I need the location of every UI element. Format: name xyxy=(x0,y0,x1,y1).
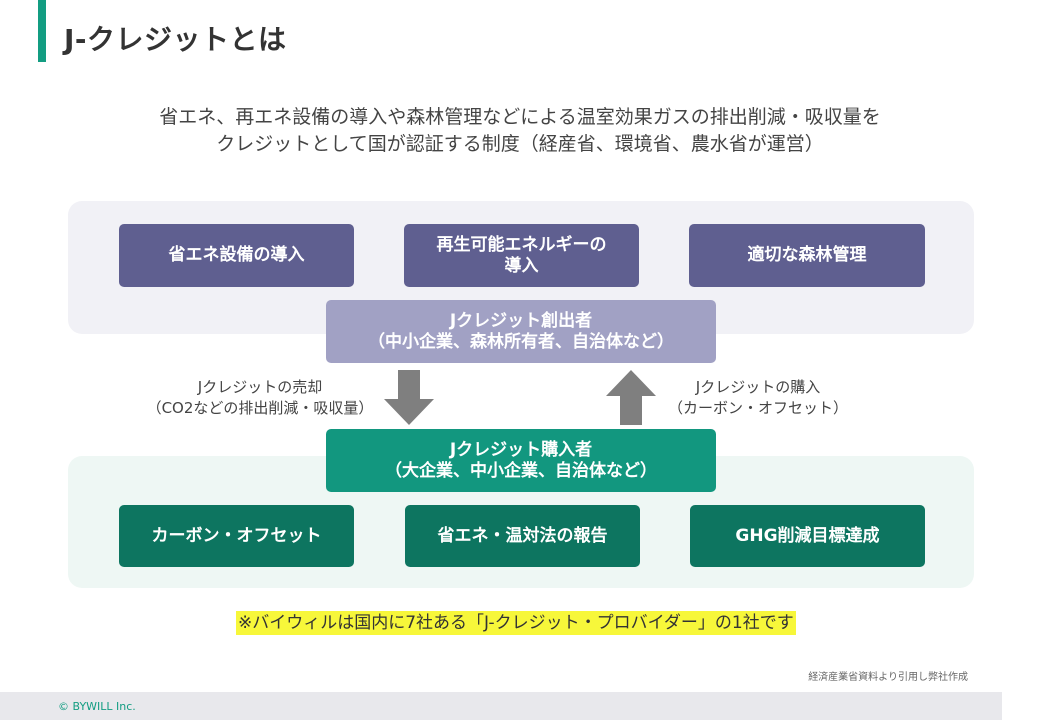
sale-flow-line-1: Jクレジットの売却 xyxy=(197,378,323,396)
energy-saving-equipment-box: 省エネ設備の導入 xyxy=(119,224,354,287)
credit-creator-subtitle: （中小企業、森林所有者、自治体など） xyxy=(368,331,674,352)
credit-creator-title: Jクレジット創出者 xyxy=(449,310,593,331)
purchase-flow-line-1: Jクレジットの購入 xyxy=(695,378,821,396)
energy-report-box: 省エネ・温対法の報告 xyxy=(405,505,640,567)
title-accent-bar xyxy=(38,0,46,62)
provider-note: ※バイウィルは国内に7社ある「J-クレジット・プロバイダー」の1社です xyxy=(236,611,796,635)
forest-management-label: 適切な森林管理 xyxy=(747,245,867,265)
credit-buyer-box: Jクレジット購入者 （大企業、中小企業、自治体など） xyxy=(326,429,716,492)
source-note: 経済産業省資料より引用し弊社作成 xyxy=(808,672,968,683)
intro-line-1: 省エネ、再エネ設備の導入や森林管理などによる温室効果ガスの排出削減・吸収量を xyxy=(159,106,881,128)
arrow-up-icon xyxy=(606,370,656,425)
page-title: J-クレジットとは xyxy=(64,23,287,56)
arrow-down-icon xyxy=(384,370,434,425)
credit-buyer-subtitle: （大企業、中小企業、自治体など） xyxy=(385,460,657,481)
sale-flow-label: Jクレジットの売却 （CO2などの排出削減・吸収量） xyxy=(138,377,382,419)
carbon-offset-label: カーボン・オフセット xyxy=(151,525,322,546)
intro-line-2: クレジットとして国が認証する制度（経産省、環境省、農水省が運営） xyxy=(216,133,824,155)
intro-text: 省エネ、再エネ設備の導入や森林管理などによる温室効果ガスの排出削減・吸収量を ク… xyxy=(0,104,1040,158)
renewable-energy-label-1: 再生可能エネルギーの xyxy=(436,234,607,255)
credit-creator-box: Jクレジット創出者 （中小企業、森林所有者、自治体など） xyxy=(326,300,716,363)
credit-buyer-title: Jクレジット購入者 xyxy=(449,439,593,460)
purchase-flow-label: Jクレジットの購入 （カーボン・オフセット） xyxy=(668,377,848,419)
forest-management-box: 適切な森林管理 xyxy=(689,224,925,287)
ghg-target-label: GHG削減目標達成 xyxy=(735,525,880,546)
carbon-offset-box: カーボン・オフセット xyxy=(119,505,354,567)
footer-bar xyxy=(0,692,1002,720)
energy-saving-equipment-label: 省エネ設備の導入 xyxy=(168,245,305,265)
purchase-flow-line-2: （カーボン・オフセット） xyxy=(668,399,849,417)
renewable-energy-box: 再生可能エネルギーの 導入 xyxy=(404,224,639,287)
sale-flow-line-2: （CO2などの排出削減・吸収量） xyxy=(146,399,374,417)
renewable-energy-label-2: 導入 xyxy=(504,255,539,276)
ghg-target-box: GHG削減目標達成 xyxy=(690,505,925,567)
energy-report-label: 省エネ・温対法の報告 xyxy=(437,525,608,546)
copyright: © BYWILL Inc. xyxy=(58,700,136,713)
